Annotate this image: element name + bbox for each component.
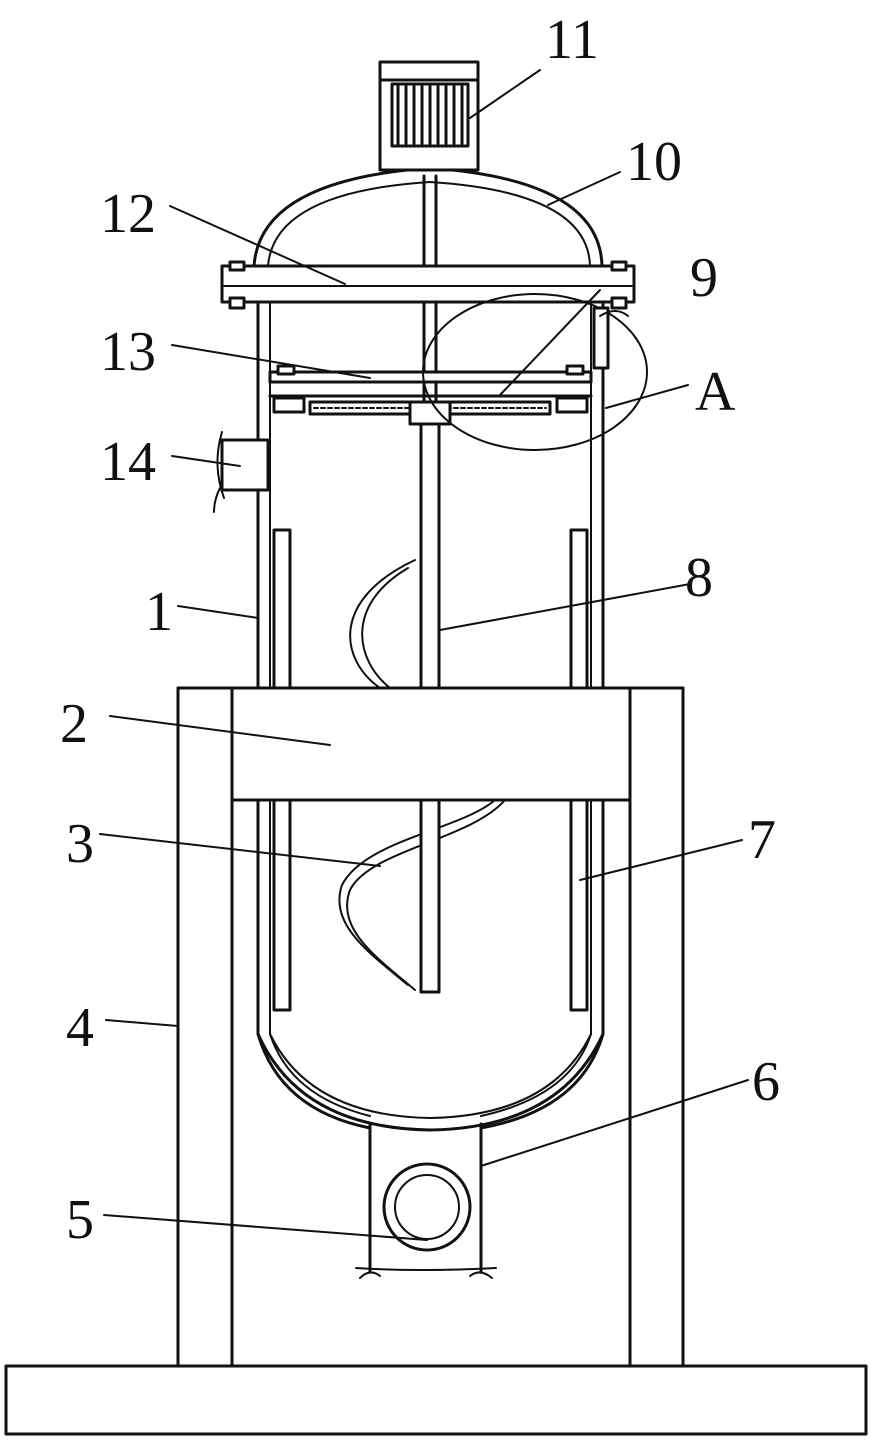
label-11: 11 (545, 9, 599, 71)
valve-outer (382, 1162, 472, 1252)
label-5: 5 (66, 1189, 94, 1251)
discharge-outlet (355, 1122, 497, 1279)
label-12: 12 (100, 183, 156, 245)
detail-clamp (592, 306, 629, 370)
flange (220, 260, 636, 310)
label-8: 8 (685, 547, 713, 609)
base-plate (4, 1364, 868, 1436)
label-a: A (695, 361, 736, 423)
label-13: 13 (100, 321, 156, 383)
helical-ribbon (338, 559, 506, 991)
label-3: 3 (66, 813, 94, 875)
upper-plates (268, 364, 593, 426)
dome-lid (252, 166, 604, 268)
leader-lines (99, 69, 749, 1241)
label-10: 10 (626, 131, 682, 193)
label-4: 4 (66, 997, 94, 1059)
label-9: 9 (690, 247, 718, 309)
label-7: 7 (748, 809, 776, 871)
motor-fins (396, 84, 464, 146)
label-6: 6 (752, 1051, 780, 1113)
label-1: 1 (145, 581, 173, 643)
inlet-pipe (213, 431, 270, 513)
motor (378, 60, 480, 172)
label-14: 14 (100, 431, 156, 493)
cross-beam (230, 686, 632, 802)
tank-body (256, 298, 605, 1132)
detail-circle-a (422, 293, 648, 451)
label-2: 2 (60, 693, 88, 755)
